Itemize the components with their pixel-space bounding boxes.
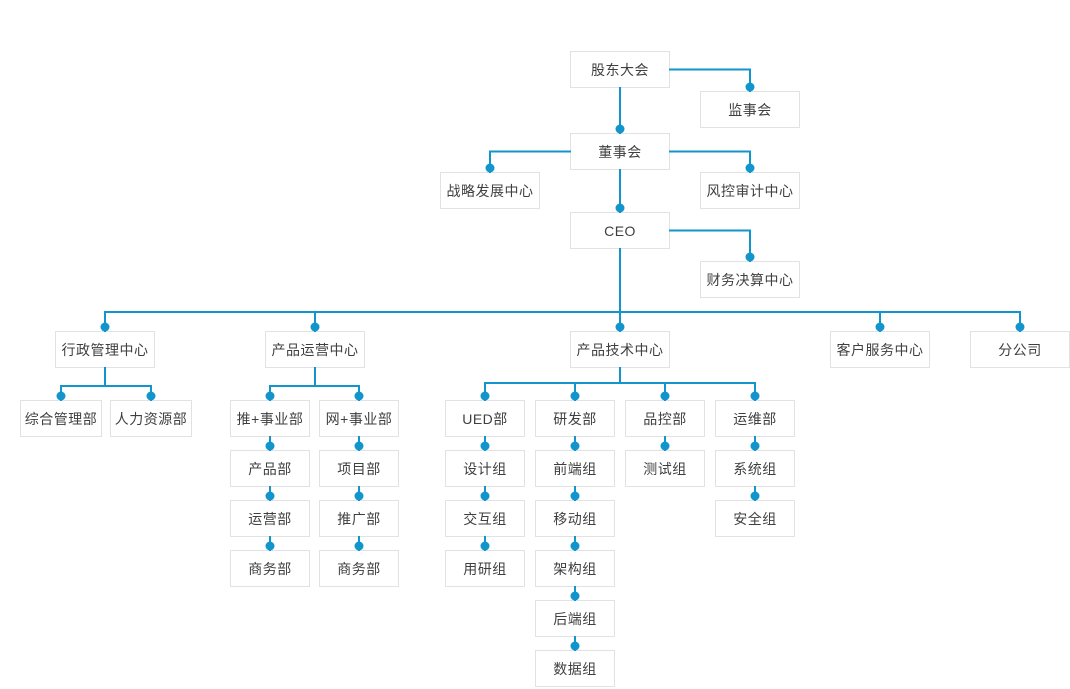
org-node-label: CEO [604, 222, 636, 239]
org-node-qianduanzu[interactable]: 前端组 [535, 450, 615, 487]
org-node-chanpinjishu[interactable]: 产品技术中心 [570, 331, 670, 368]
org-node-label: 品控部 [643, 410, 687, 427]
org-node-label: 设计组 [463, 460, 507, 477]
org-node-yidongzu[interactable]: 移动组 [535, 500, 615, 537]
org-node-label: 产品部 [248, 460, 292, 477]
org-node-label: 推+事业部 [236, 410, 304, 427]
org-node-pinkongbu[interactable]: 品控部 [625, 400, 705, 437]
org-node-jiagouzu[interactable]: 架构组 [535, 550, 615, 587]
org-node-yanfabu[interactable]: 研发部 [535, 400, 615, 437]
org-node-shejizu[interactable]: 设计组 [445, 450, 525, 487]
org-node-xingzheng[interactable]: 行政管理中心 [55, 331, 155, 368]
org-node-label: 交互组 [463, 510, 507, 527]
org-node-jianshihui[interactable]: 监事会 [700, 91, 800, 128]
org-node-chanpinbu[interactable]: 产品部 [230, 450, 310, 487]
org-node-houduanzu[interactable]: 后端组 [535, 600, 615, 637]
org-node-caiwu[interactable]: 财务决算中心 [700, 261, 800, 298]
org-node-shangwubu2[interactable]: 商务部 [319, 550, 399, 587]
org-node-xitongzu[interactable]: 系统组 [715, 450, 795, 487]
org-node-label: 客户服务中心 [836, 341, 924, 358]
org-node-label: 运维部 [733, 410, 777, 427]
org-node-label: 产品技术中心 [576, 341, 664, 358]
org-node-shujuzu[interactable]: 数据组 [535, 650, 615, 687]
org-node-label: 人力资源部 [114, 410, 188, 427]
org-node-label: 研发部 [553, 410, 597, 427]
org-node-label: 风控审计中心 [706, 182, 794, 199]
org-node-zonghe[interactable]: 综合管理部 [20, 400, 102, 437]
org-node-zhanlve[interactable]: 战略发展中心 [440, 172, 540, 209]
org-node-label: 安全组 [733, 510, 777, 527]
org-node-yunweibu[interactable]: 运维部 [715, 400, 795, 437]
org-node-yunyingbu[interactable]: 运营部 [230, 500, 310, 537]
org-node-label: 网+事业部 [325, 410, 393, 427]
org-node-dongshihui[interactable]: 董事会 [570, 133, 670, 170]
org-node-label: 监事会 [728, 101, 772, 118]
org-node-uedbu[interactable]: UED部 [445, 400, 525, 437]
org-node-kehufuwu[interactable]: 客户服务中心 [830, 331, 930, 368]
org-node-label: 分公司 [998, 341, 1042, 358]
org-node-xiangmubu[interactable]: 项目部 [319, 450, 399, 487]
org-node-label: 系统组 [733, 460, 777, 477]
org-node-label: 产品运营中心 [271, 341, 359, 358]
org-node-anquanzu[interactable]: 安全组 [715, 500, 795, 537]
org-node-label: 数据组 [553, 660, 597, 677]
org-node-label: UED部 [462, 410, 508, 427]
org-node-ceo[interactable]: CEO [570, 212, 670, 249]
org-node-shangwubu1[interactable]: 商务部 [230, 550, 310, 587]
org-node-label: 战略发展中心 [446, 182, 534, 199]
org-node-label: 财务决算中心 [706, 271, 794, 288]
org-node-tuiguangbu[interactable]: 推广部 [319, 500, 399, 537]
org-node-fengkong[interactable]: 风控审计中心 [700, 172, 800, 209]
org-node-label: 综合管理部 [24, 410, 98, 427]
org-node-renli[interactable]: 人力资源部 [110, 400, 192, 437]
org-node-gudonghui[interactable]: 股东大会 [570, 51, 670, 88]
org-node-jiaohuzu[interactable]: 交互组 [445, 500, 525, 537]
org-node-label: 测试组 [643, 460, 687, 477]
org-node-ceshizu[interactable]: 测试组 [625, 450, 705, 487]
org-node-label: 商务部 [248, 560, 292, 577]
org-node-label: 项目部 [337, 460, 381, 477]
org-node-label: 架构组 [553, 560, 597, 577]
org-node-chanpinyunying[interactable]: 产品运营中心 [265, 331, 365, 368]
org-node-label: 用研组 [463, 560, 507, 577]
org-node-yongyanzu[interactable]: 用研组 [445, 550, 525, 587]
org-node-label: 运营部 [248, 510, 292, 527]
org-node-label: 移动组 [553, 510, 597, 527]
org-node-label: 股东大会 [591, 61, 649, 78]
org-node-label: 行政管理中心 [61, 341, 149, 358]
org-node-label: 推广部 [337, 510, 381, 527]
org-node-tuishiye[interactable]: 推+事业部 [230, 400, 310, 437]
org-node-label: 前端组 [553, 460, 597, 477]
org-node-label: 商务部 [337, 560, 381, 577]
org-node-fengongsi[interactable]: 分公司 [970, 331, 1070, 368]
org-node-wangshiye[interactable]: 网+事业部 [319, 400, 399, 437]
org-node-label: 后端组 [553, 610, 597, 627]
org-node-label: 董事会 [598, 143, 642, 160]
